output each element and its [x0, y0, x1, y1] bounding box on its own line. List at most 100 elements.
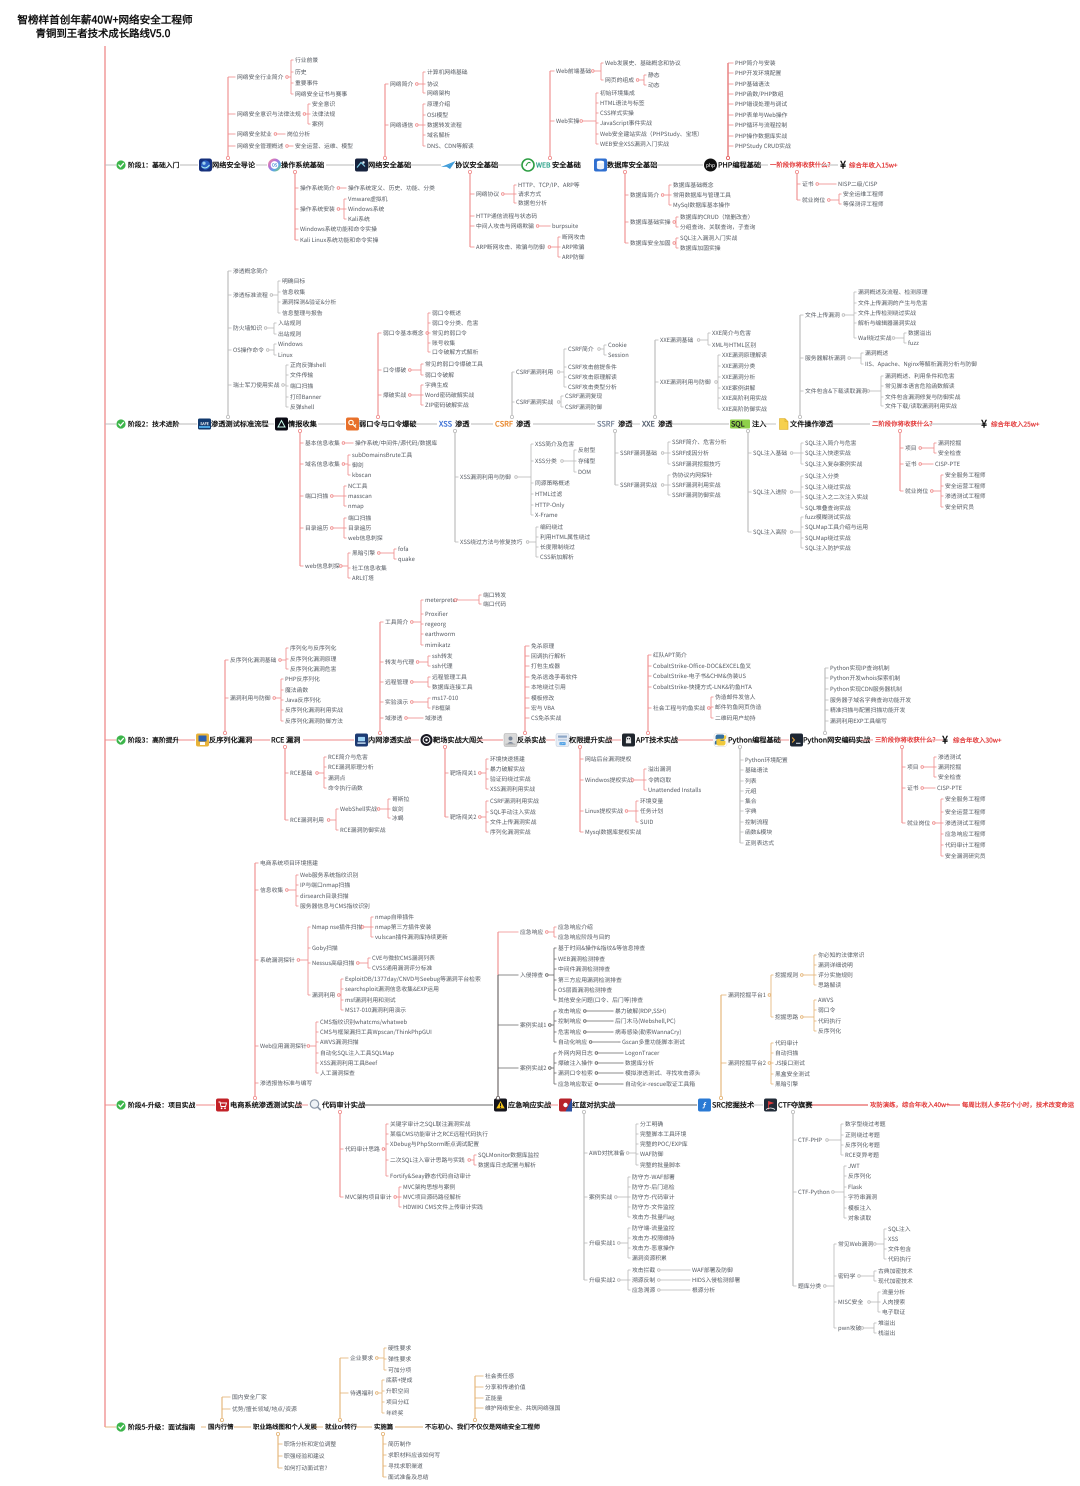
- svg-text:代码审计思路: 代码审计思路: [345, 1144, 380, 1153]
- svg-text:企业要求: 企业要求: [350, 1353, 373, 1362]
- svg-text:漏洞挖掘平台1: 漏洞挖掘平台1: [728, 990, 766, 999]
- svg-text:端口转发: 端口转发: [483, 590, 506, 599]
- svg-text:动态: 动态: [648, 80, 660, 89]
- svg-text:SQL注入简介与危害: SQL注入简介与危害: [805, 438, 857, 447]
- svg-text:漏洞探测&验证&分析: 漏洞探测&验证&分析: [282, 297, 336, 306]
- svg-text:反序列化漏洞: 反序列化漏洞: [209, 736, 252, 746]
- svg-text:阶段4-升级：项目实战: 阶段4-升级：项目实战: [128, 1099, 196, 1109]
- svg-text:RCE漏洞利用: RCE漏洞利用: [290, 815, 324, 824]
- svg-text:CS免杀实战: CS免杀实战: [531, 713, 562, 722]
- svg-text:反序列化漏洞基础: 反序列化漏洞基础: [230, 655, 277, 664]
- svg-text:网络安全管理概述: 网络安全管理概述: [237, 141, 284, 150]
- svg-text:证书: 证书: [907, 783, 919, 792]
- svg-text:控制响应: 控制响应: [558, 1016, 581, 1025]
- svg-text:完整的批量脚本: 完整的批量脚本: [640, 1160, 681, 1169]
- svg-text:数据库加固实操: 数据库加固实操: [680, 243, 721, 252]
- svg-text:AWVS: AWVS: [818, 995, 834, 1004]
- svg-text:攻防演练，综合年收入40w+: 攻防演练，综合年收入40w+: [870, 1100, 950, 1109]
- svg-text:WEB安全XSS漏洞入门实战: WEB安全XSS漏洞入门实战: [600, 139, 669, 148]
- svg-text:服务器子域名字典查询功能开发: 服务器子域名字典查询功能开发: [830, 695, 911, 704]
- svg-text:CSS新加解析: CSS新加解析: [540, 552, 574, 561]
- svg-text:应急响应阶段与目的: 应急响应阶段与目的: [558, 932, 610, 941]
- svg-text:burpsuite: burpsuite: [552, 221, 578, 230]
- svg-text:二阶段你将收获什么?: 二阶段你将收获什么?: [872, 419, 933, 428]
- svg-text:任务计划: 任务计划: [640, 806, 663, 815]
- svg-text:权限提升实战: 权限提升实战: [568, 736, 613, 746]
- svg-text:工具简介: 工具简介: [385, 617, 408, 626]
- svg-text:Windows系统功能和命令实操: Windows系统功能和命令实操: [300, 224, 377, 233]
- svg-text:某临CMS功能审计之RCE远程代码执行: 某临CMS功能审计之RCE远程代码执行: [390, 1129, 488, 1138]
- svg-text:社会工程与钓鱼实战: 社会工程与钓鱼实战: [653, 703, 705, 712]
- svg-text:防守方-代码审计: 防守方-代码审计: [632, 1192, 675, 1201]
- svg-text:SSRF漏洞挖掘技巧: SSRF漏洞挖掘技巧: [672, 459, 721, 468]
- svg-text:渗透: 渗透: [516, 420, 531, 430]
- svg-text:HTTP、TCP/IP、ARP等: HTTP、TCP/IP、ARP等: [518, 180, 580, 189]
- svg-text:SQL堆叠查询实战: SQL堆叠查询实战: [805, 503, 851, 512]
- svg-text:渗透测试工程师: 渗透测试工程师: [945, 818, 986, 827]
- svg-text:Gscan多重功能脚本测试: Gscan多重功能脚本测试: [622, 1037, 685, 1046]
- svg-text:Web前端基础: Web前端基础: [556, 66, 591, 75]
- svg-text:攻击方-恶意操作: 攻击方-恶意操作: [632, 1243, 675, 1252]
- svg-text:口令爆破: 口令爆破: [383, 365, 406, 374]
- svg-text:masscan: masscan: [348, 491, 372, 500]
- svg-text:栈溢出: 栈溢出: [878, 1328, 896, 1337]
- svg-text:SQLMap工具介绍与运用: SQLMap工具介绍与运用: [805, 522, 868, 531]
- svg-text:RCE基础: RCE基础: [290, 768, 313, 777]
- svg-text:ExploitDB/1377day/CNVD与Seebug等: ExploitDB/1377day/CNVD与Seebug等漏洞平台检索: [345, 974, 481, 983]
- svg-text:伪造邮件发信人: 伪造邮件发信人: [715, 692, 756, 701]
- svg-text:数据库连接工具: 数据库连接工具: [432, 682, 473, 691]
- svg-text:XXE案例讲解: XXE案例讲解: [722, 383, 755, 392]
- svg-text:反杀实战: 反杀实战: [517, 736, 547, 746]
- svg-text:渗透报告标准与编写: 渗透报告标准与编写: [260, 1078, 312, 1087]
- svg-text:SSRF漏洞实战: SSRF漏洞实战: [620, 480, 657, 489]
- svg-text:XSS: XSS: [438, 419, 453, 430]
- svg-text:OS: OS: [272, 163, 278, 169]
- svg-text:nmap: nmap: [348, 501, 364, 510]
- svg-text:命令执行函数: 命令执行函数: [328, 783, 363, 792]
- svg-text:CTF-PHP: CTF-PHP: [798, 1135, 822, 1144]
- svg-text:网络安全意识与法律法规: 网络安全意识与法律法规: [237, 109, 301, 118]
- svg-text:哥斯拉: 哥斯拉: [392, 794, 410, 803]
- svg-text:综合年收入25w+: 综合年收入25w+: [991, 418, 1040, 428]
- svg-text:FB框架: FB框架: [432, 703, 451, 712]
- svg-text:代码执行: 代码执行: [888, 1254, 911, 1263]
- svg-text:黑暗引擎: 黑暗引擎: [352, 548, 375, 557]
- svg-text:安全运营工程师: 安全运营工程师: [945, 807, 986, 816]
- svg-text:SQL注入高阶: SQL注入高阶: [753, 527, 787, 536]
- svg-text:Web安全建站实战（PHPStudy、宝塔）: Web安全建站实战（PHPStudy、宝塔）: [600, 129, 703, 138]
- svg-text:请求方式: 请求方式: [518, 189, 541, 198]
- svg-text:智榜样首创年薪40W+网络安全工程师: 智榜样首创年薪40W+网络安全工程师: [16, 13, 193, 28]
- svg-text:安全运营工程师: 安全运营工程师: [945, 481, 986, 490]
- svg-text:CobaltStrike-Office-DOC&EXCEL鱼: CobaltStrike-Office-DOC&EXCEL鱼叉: [653, 661, 751, 670]
- svg-text:Web发展史、基础概念和协议: Web发展史、基础概念和协议: [605, 58, 681, 67]
- svg-text:弱口令: 弱口令: [818, 1005, 836, 1014]
- svg-text:安全漏洞研究员: 安全漏洞研究员: [945, 851, 986, 860]
- svg-text:注入: 注入: [752, 420, 767, 430]
- svg-text:Unattended Installs: Unattended Installs: [648, 785, 701, 794]
- svg-text:SQLMap绕过实战: SQLMap绕过实战: [805, 533, 851, 542]
- svg-text:MVC架构思想与案例: MVC架构思想与案例: [403, 1182, 456, 1191]
- svg-text:评分实施规则: 评分实施规则: [818, 970, 853, 979]
- svg-text:数据溢出: 数据溢出: [908, 328, 931, 337]
- svg-text:序列化漏洞实战: 序列化漏洞实战: [490, 827, 531, 836]
- svg-text:青铜到王者技术成长路线V5.0: 青铜到王者技术成长路线V5.0: [36, 25, 171, 40]
- svg-text:CSRF攻击类型分析: CSRF攻击类型分析: [568, 382, 617, 391]
- svg-text:应急响应: 应急响应: [520, 927, 543, 936]
- svg-text:安全服务工程师: 安全服务工程师: [945, 470, 986, 479]
- svg-text:PHP循环与流程控制: PHP循环与流程控制: [735, 120, 787, 129]
- svg-text:反序列化漏洞利用实战: 反序列化漏洞利用实战: [285, 705, 343, 714]
- svg-text:出站规则: 出站规则: [278, 329, 301, 338]
- svg-text:渗透测试: 渗透测试: [938, 752, 961, 761]
- svg-text:LNK: LNK: [560, 742, 565, 746]
- svg-text:就业岗位: 就业岗位: [802, 195, 825, 204]
- svg-text:数据转发流程: 数据转发流程: [427, 120, 462, 129]
- svg-text:渗透: 渗透: [658, 420, 673, 430]
- svg-text:情报收集: 情报收集: [287, 420, 318, 430]
- svg-text:CVE与微软CMS漏洞列表: CVE与微软CMS漏洞列表: [372, 953, 435, 962]
- svg-text:Python实现IP查询机制: Python实现IP查询机制: [830, 663, 890, 672]
- svg-text:JWT: JWT: [848, 1161, 860, 1170]
- svg-text:CSRF简介: CSRF简介: [568, 344, 594, 353]
- svg-text:历史: 历史: [295, 67, 307, 76]
- svg-text:模板修改: 模板修改: [531, 693, 554, 702]
- svg-text:RCE 漏洞: RCE 漏洞: [271, 736, 300, 746]
